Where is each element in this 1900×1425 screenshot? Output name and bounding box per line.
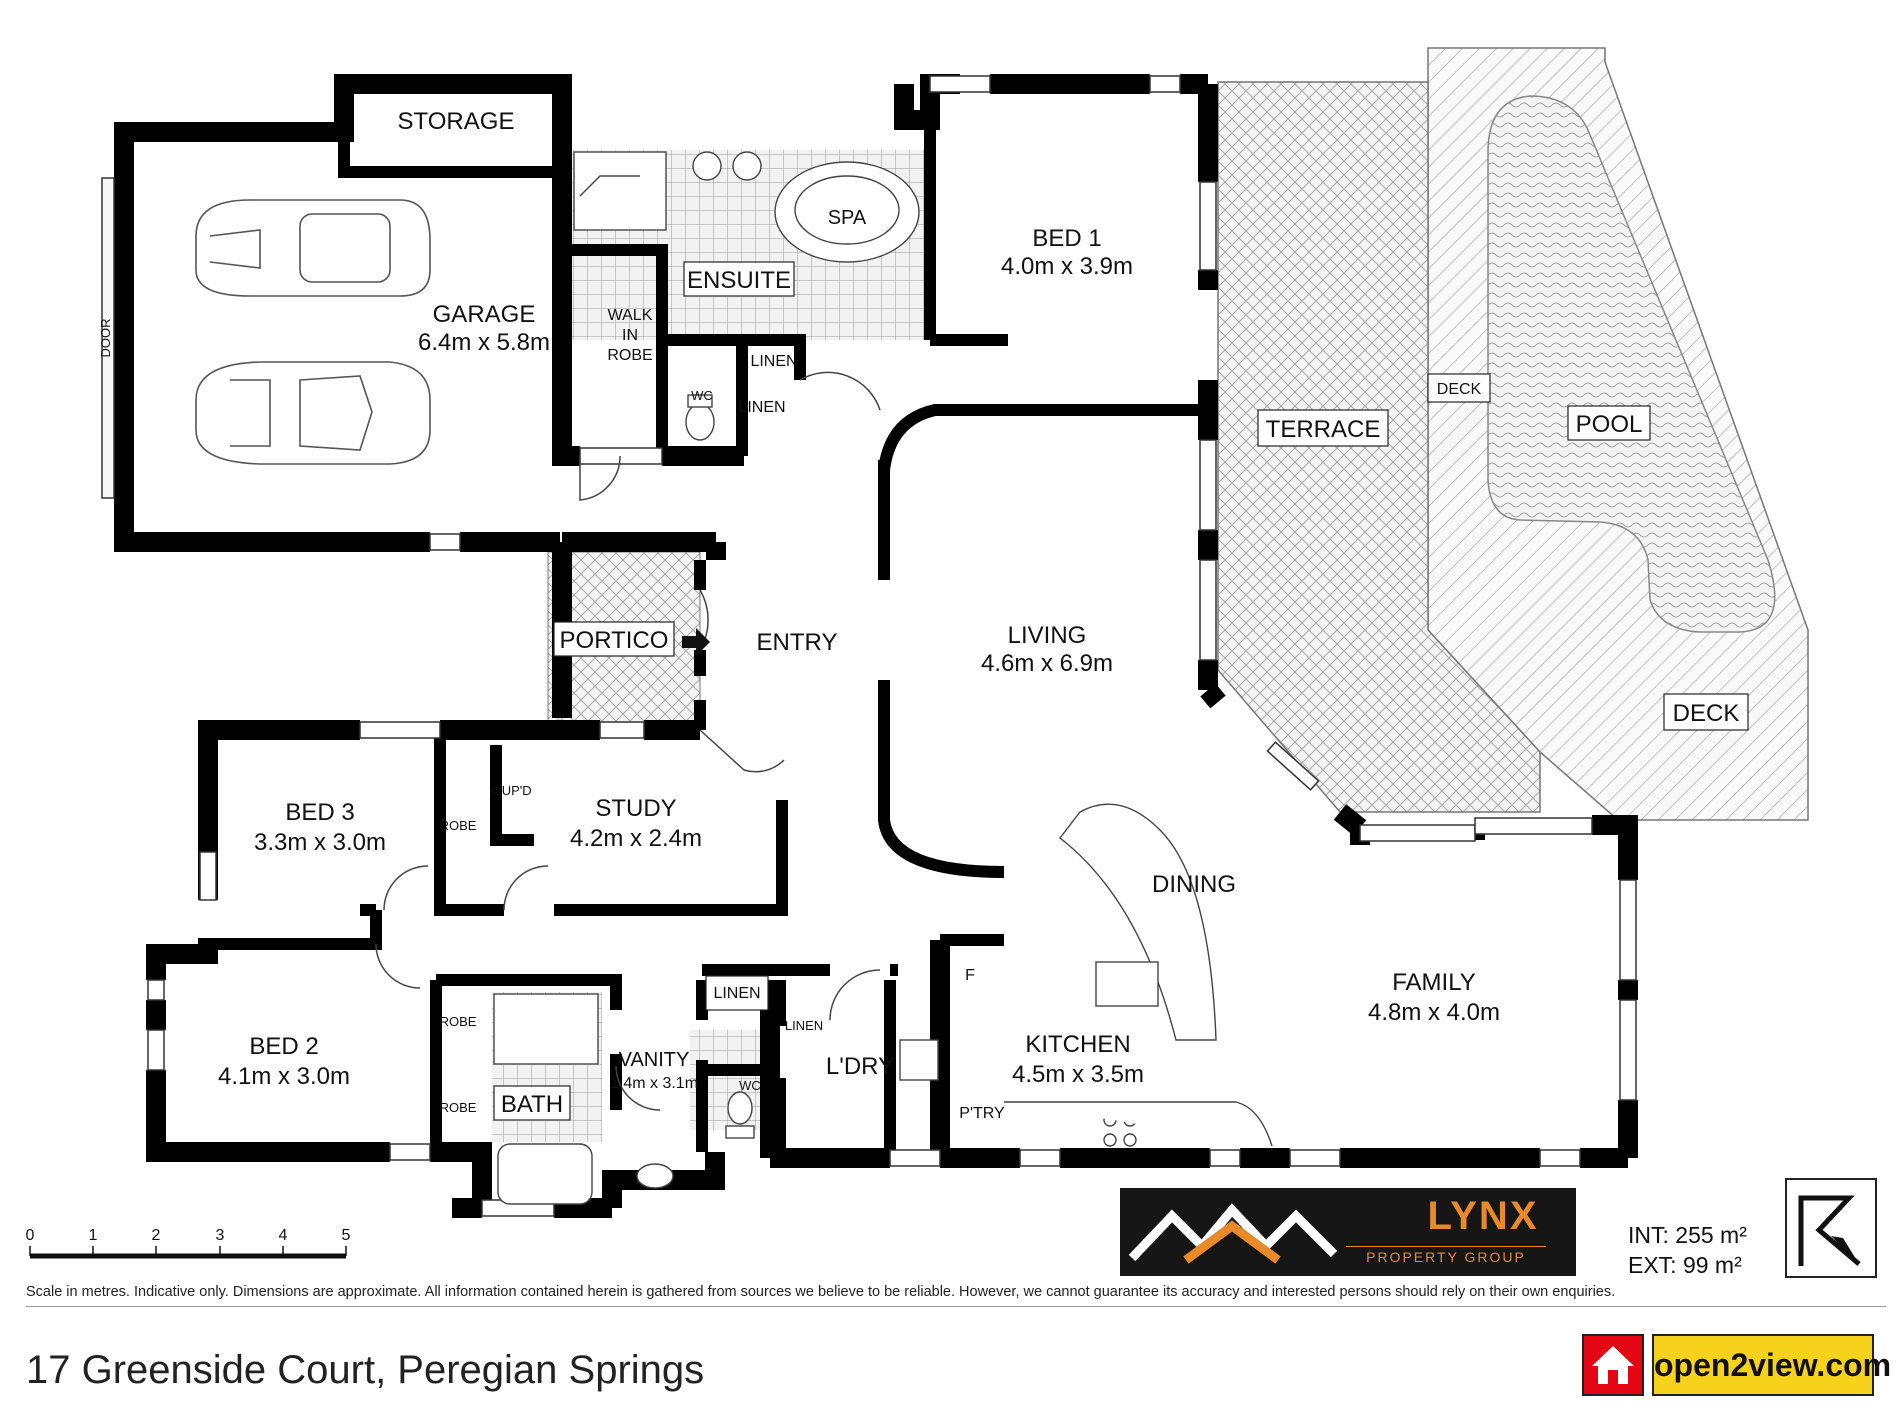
door-swings [375,371,881,1111]
entry-label: ENTRY [757,629,838,656]
robe-bed3-label: ROBE [440,818,477,833]
terrace-label-box [1257,409,1389,447]
living-label: LIVING [1008,622,1087,649]
scale-tick-0: 0 [26,1227,35,1244]
windows [101,75,1637,1217]
scale-tick-2: 2 [152,1227,161,1244]
external-area: EXT: 99 m² [1628,1252,1742,1278]
terrace-area [1217,81,1541,813]
bed2-dims: 4.1m x 3.0m [218,1063,350,1090]
pantry-label: P'TRY [959,1105,1005,1122]
robe-bed2-b-label: ROBE [440,1100,477,1115]
bed3-label: BED 3 [285,799,354,826]
lynx-roofline-icon [1128,1203,1338,1264]
bath-label: BATH [501,1091,563,1118]
lynx-brand-name: LYNX [1427,1194,1539,1238]
bath-label-box [493,1085,571,1121]
portico-label-box [553,621,675,657]
scale-tick-4: 4 [279,1227,288,1244]
scale-tick-5: 5 [342,1227,351,1244]
kitchen-label: KITCHEN [1025,1031,1130,1058]
lynx-brand-subtitle: PROPERTY GROUP [1346,1246,1546,1265]
deck-upper-label: DECK [1437,381,1482,398]
house-icon [1582,1334,1644,1396]
pool-label: POOL [1576,411,1643,438]
spa-label: SPA [828,207,867,229]
linen-upper-b-label: LINEN [738,399,785,416]
walk-in-robe-line2: IN [622,327,638,344]
study-label: STUDY [595,795,676,822]
scale-bar: 0 1 2 3 4 5 [26,1227,351,1259]
family-label: FAMILY [1392,969,1476,996]
disclaimer: Scale in metres. Indicative only. Dimens… [26,1284,1616,1300]
area-summary: INT: 255 m² EXT: 99 m² [1628,1220,1747,1280]
property-address: 17 Greenside Court, Peregian Springs [26,1348,705,1392]
kitchen-dims: 4.5m x 3.5m [1012,1061,1144,1088]
ensuite-label: ENSUITE [687,267,791,294]
study-dims: 4.2m x 2.4m [570,825,702,852]
living-dims: 4.6m x 6.9m [981,650,1113,677]
cupd-label: CUP'D [492,783,531,798]
fridge-label: F [965,967,975,984]
car-icon [195,199,431,297]
deck-upper-label-box [1427,373,1491,403]
terrace-label: TERRACE [1266,416,1381,443]
walk-in-robe-line1: WALK [608,307,653,324]
storage-label: STORAGE [398,108,515,135]
open2view-logo[interactable]: open2view.com [1582,1334,1891,1396]
walk-in-robe-line3: ROBE [607,347,652,364]
garage-dims: 6.4m x 5.8m [418,329,550,356]
vanity-label: VANITY [619,1049,690,1071]
dining-label: DINING [1152,871,1236,898]
lynx-logo: LYNX PROPERTY GROUP [1120,1188,1576,1276]
family-dims: 4.8m x 4.0m [1368,999,1500,1026]
pool-label-box [1567,405,1651,441]
bed1-dims: 4.0m x 3.9m [1001,253,1133,280]
scale-tick-3: 3 [216,1227,225,1244]
open2view-wordmark: open2view.com [1652,1334,1891,1396]
fixtures [493,151,1273,1205]
car-icon [195,361,431,465]
portico-label: PORTICO [560,627,669,654]
bed3-dims: 3.3m x 3.0m [254,829,386,856]
internal-area: INT: 255 m² [1628,1222,1747,1248]
garage-label: GARAGE [433,301,536,328]
laundry-label: L'DRY [826,1053,894,1080]
garage-door-label: DOOR [98,319,113,358]
linen-upper-a-label: LINEN [750,353,797,370]
robe-bed2-a-label: ROBE [440,1014,477,1029]
pool-area [1487,95,1776,633]
bed1-label: BED 1 [1032,225,1101,252]
linen-laundry-label: LINEN [785,1018,823,1033]
compass-icon [1785,1178,1877,1278]
wc-upper-label: WC [691,388,713,403]
linen-lower-label-box [705,975,769,1011]
divider [26,1306,1886,1307]
ensuite-label-box [683,261,795,297]
vanity-dims: 1.4m x 3.1m [610,1075,698,1092]
wc-lower-label: WC [739,1078,761,1093]
scale-tick-1: 1 [89,1227,98,1244]
deck-lower-label: DECK [1673,700,1740,727]
linen-lower-label: LINEN [713,985,760,1002]
bed2-label: BED 2 [249,1033,318,1060]
room-labels: STORAGE GARAGE 6.4m x 5.8m DOOR WALK IN … [98,108,1749,1122]
deck-lower-label-box [1663,693,1749,731]
walls [114,74,1638,1218]
entry-arrow-icon [682,628,710,656]
